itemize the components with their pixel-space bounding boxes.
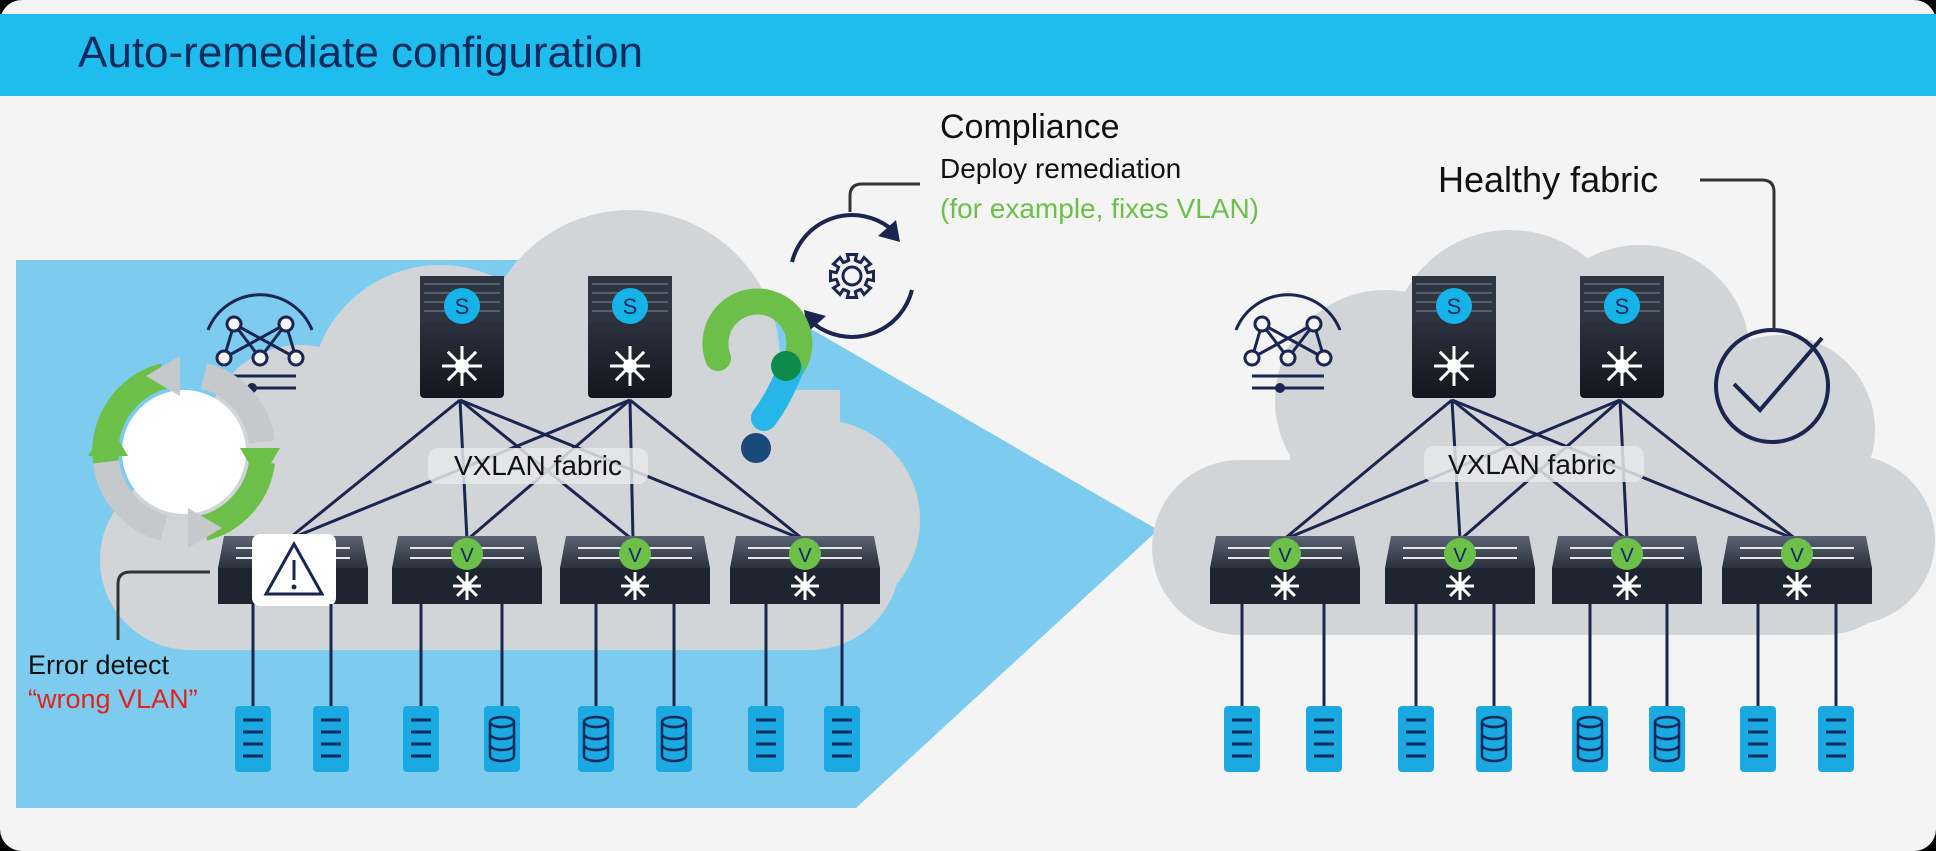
checkmark-icon [1714,328,1830,444]
spine-switch-icon: S [1580,276,1664,398]
leaf-badge-label: V [1453,545,1467,567]
endpoints [235,604,1854,772]
database-icon [1476,706,1512,772]
leaf-badge [1444,538,1476,570]
compliance-action: Deploy remediation [940,153,1181,184]
leaf-badge [619,538,651,570]
refresh-cycle-icon [88,356,280,548]
database-icon [656,706,692,772]
leaf-switch-icon: V [1385,536,1535,604]
error-label: Error detect [28,650,170,680]
server-icon [748,706,784,772]
gear-sync-icon [790,213,914,339]
network-analytics-icon [206,293,314,393]
fabric-label-left: VXLAN fabric [454,450,622,481]
server-icon [235,706,271,772]
error-callout-line [116,570,210,640]
leaf-badge-label: V [460,545,474,567]
database-icon [1572,706,1608,772]
leaf-switch-icon [218,534,368,606]
error-detail: “wrong VLAN” [28,684,198,714]
leaf-badge-label: V [1278,545,1292,567]
spine-badge [612,288,648,324]
database-icon [578,706,614,772]
fabric-label-right: VXLAN fabric [1448,449,1616,480]
header-bar [0,14,1936,96]
leaf-badge [789,538,821,570]
compliance-example: (for example, fixes VLAN) [940,193,1259,224]
spine-badge-label: S [455,294,470,319]
leaf-badge [1781,538,1813,570]
fabric-label-bg-left [428,448,648,484]
server-icon [1306,706,1342,772]
server-icon [1224,706,1260,772]
leaf-switch-icon: V [1210,536,1360,604]
server-icon [1740,706,1776,772]
server-icon [1398,706,1434,772]
compliance-callout-line [848,182,920,212]
compliance-heading: Compliance [940,108,1120,146]
server-icon [313,706,349,772]
spine-switch-icon: S [420,276,504,398]
leaf-badge [1611,538,1643,570]
database-icon [484,706,520,772]
leaf-switch-icon: V [560,536,710,604]
spine-badge-label: S [1615,294,1630,319]
leaf-badge-label: V [1620,545,1634,567]
healthy-fabric-label: Healthy fabric [1438,159,1658,200]
fabric-label-bg-right [1424,446,1644,482]
spine-badge-label: S [623,294,638,319]
leaf-switch-icon: V [392,536,542,604]
leaf-switch-icon: V [730,536,880,604]
spine-badge [444,288,480,324]
leaf-badge-label: V [798,545,812,567]
leaf-switch-icon: V [1552,536,1702,604]
question-icon [702,288,813,463]
server-icon [1818,706,1854,772]
spine-switch-icon: S [1412,276,1496,398]
server-icon [824,706,860,772]
spine-switch-icon: S [588,276,672,398]
page-title: Auto-remediate configuration [78,28,643,77]
healthy-callout-line [1700,178,1776,330]
warning-icon [263,540,325,596]
spine-badge-label: S [1447,294,1462,319]
server-icon [403,706,439,772]
leaf-badge [451,538,483,570]
database-icon [1649,706,1685,772]
leaf-switch-icon: V [1722,536,1872,604]
leaf-badge-label: V [1790,545,1804,567]
leaf-badge [1269,538,1301,570]
network-analytics-icon [1234,293,1342,393]
leaf-badge-label: V [628,545,642,567]
spine-badge [1604,288,1640,324]
spine-badge [1436,288,1472,324]
